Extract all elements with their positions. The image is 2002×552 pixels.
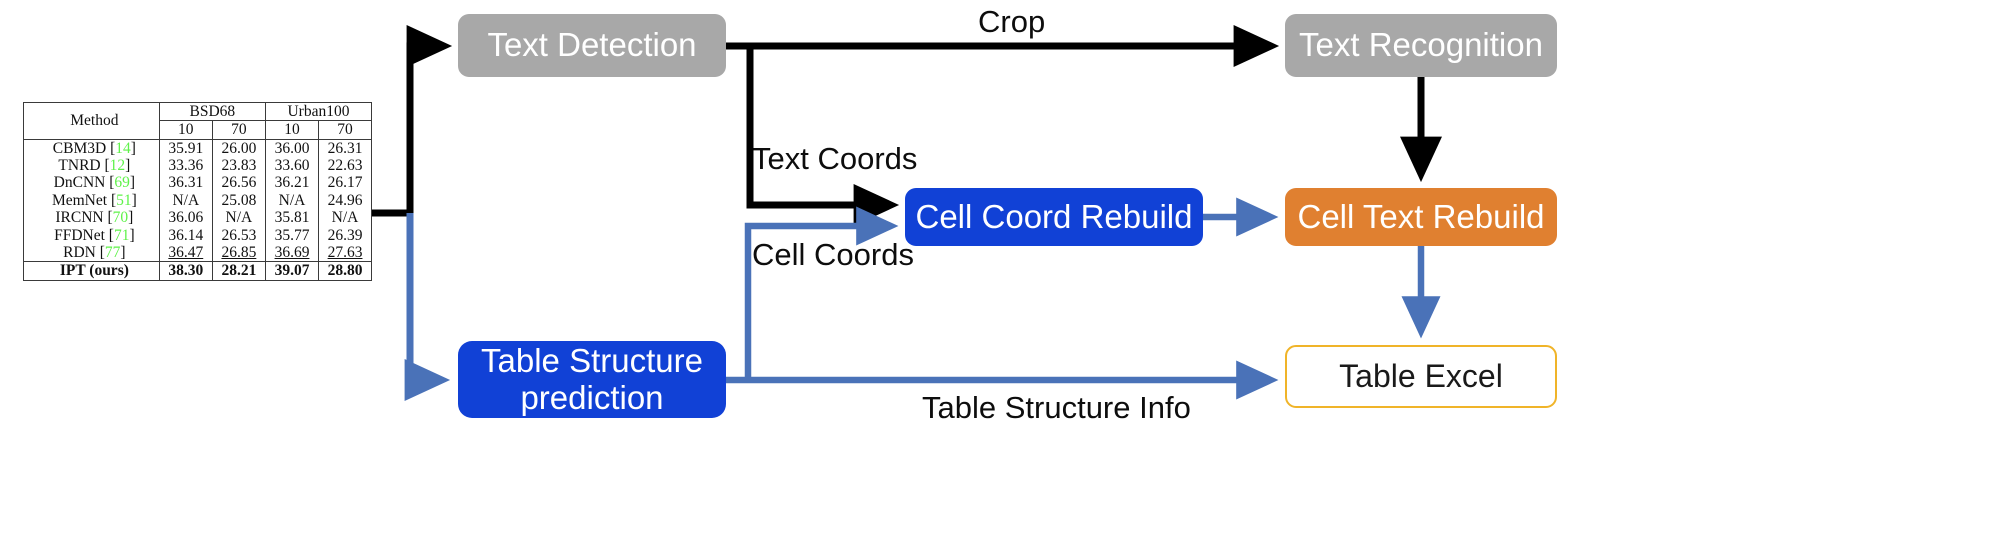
cell-value: 28.80	[318, 261, 371, 280]
cell-value: 36.47	[158, 243, 213, 262]
cell-value: 24.96	[318, 191, 371, 210]
node-text-recognition[interactable]: Text Recognition	[1285, 14, 1557, 77]
cell-method: MemNet [51]	[51, 191, 137, 209]
node-cell-coord-rebuild[interactable]: Cell Coord Rebuild	[905, 188, 1203, 246]
cell-value: 33.36	[158, 157, 213, 175]
cell-method: RDN [77]	[63, 243, 126, 261]
wire-table-structure-to-cell-coord	[744, 206, 899, 380]
cell-value: 36.06	[158, 209, 213, 227]
cell-value: 22.63	[318, 157, 371, 175]
cell-method: IPT (ours)	[24, 261, 160, 280]
table-header-group-row: Method BSD68 Urban100	[24, 103, 371, 129]
cell-method: CBM3D [14]	[24, 138, 160, 158]
node-text-recognition-label: Text Recognition	[1299, 26, 1543, 64]
citation-ref: 70	[112, 209, 129, 227]
node-table-excel[interactable]: Table Excel	[1285, 345, 1557, 408]
table-subheader-row: 10 70 10 70	[24, 120, 371, 140]
citation-ref: 12	[109, 157, 126, 175]
cell-method: TNRD [12]	[58, 157, 131, 175]
node-table-excel-label: Table Excel	[1339, 357, 1503, 394]
cell-value: 26.85	[211, 243, 266, 262]
cell-value: 26.31	[318, 138, 371, 158]
subheader-urban100-70: 70	[318, 120, 371, 140]
wire-split-to-text-detection	[406, 25, 453, 213]
cell-value: 26.56	[211, 174, 266, 192]
cell-value: 38.30	[158, 261, 213, 280]
wire-split-to-table-structure	[404, 213, 451, 401]
citation-ref: 69	[114, 174, 130, 192]
cell-value: N/A	[211, 209, 266, 227]
cell-value: 35.77	[264, 226, 319, 244]
citation-ref: 14	[115, 139, 131, 157]
results-table: Method BSD68 Urban100 10 70 10 70 CBM3D …	[24, 103, 371, 280]
cell-value: 36.14	[158, 226, 213, 244]
header-method: Method	[70, 112, 119, 130]
node-table-structure-prediction[interactable]: Table Structure prediction	[458, 341, 726, 418]
wire-text-detection-to-cell-coord	[746, 46, 900, 226]
cell-value: 39.07	[264, 261, 319, 280]
cell-value: 36.21	[264, 174, 319, 192]
cell-value: 28.21	[211, 261, 266, 280]
node-text-detection-label: Text Detection	[487, 26, 697, 64]
cell-value: 26.39	[318, 226, 371, 244]
subheader-bsd68-70: 70	[211, 120, 266, 140]
node-table-structure-prediction-label: Table Structure prediction	[481, 341, 703, 416]
cell-value: 35.81	[264, 209, 319, 227]
cell-value: 35.91	[158, 138, 213, 158]
cell-value: N/A	[158, 191, 213, 210]
cell-value: 36.00	[264, 138, 319, 158]
header-group-urban100: Urban100	[264, 103, 371, 121]
cell-value: 23.83	[211, 157, 266, 175]
subheader-bsd68-10: 10	[158, 120, 213, 140]
citation-ref: 77	[104, 243, 121, 261]
cell-value: 27.63	[318, 243, 371, 262]
cell-value: N/A	[318, 209, 371, 227]
edge-label-table-structure-info: Table Structure Info	[922, 390, 1191, 425]
cell-value: 33.60	[264, 157, 319, 175]
paper-table-image: Method BSD68 Urban100 10 70 10 70 CBM3D …	[23, 102, 372, 281]
node-text-detection[interactable]: Text Detection	[458, 14, 726, 77]
node-cell-text-rebuild[interactable]: Cell Text Rebuild	[1285, 188, 1557, 246]
header-group-bsd68: BSD68	[158, 103, 266, 121]
citation-ref: 51	[116, 191, 132, 209]
cell-value: 26.53	[211, 226, 266, 244]
cell-method: FFDNet [71]	[54, 226, 135, 244]
node-cell-text-rebuild-label: Cell Text Rebuild	[1297, 197, 1545, 235]
subheader-urban100-10: 10	[264, 120, 319, 140]
node-cell-coord-rebuild-label: Cell Coord Rebuild	[915, 197, 1193, 235]
cell-value: N/A	[264, 191, 319, 210]
citation-ref: 71	[113, 226, 130, 244]
cell-method: IRCNN [70]	[55, 209, 134, 227]
cell-value: 26.17	[318, 174, 371, 192]
cell-value: 26.00	[211, 138, 266, 158]
cell-method: DnCNN [69]	[53, 174, 136, 192]
cell-value: 36.69	[264, 243, 319, 262]
edge-label-text-coords: Text Coords	[752, 141, 918, 176]
edge-label-crop: Crop	[978, 4, 1046, 39]
cell-value: 25.08	[211, 191, 266, 210]
cell-value: 36.31	[158, 174, 213, 192]
